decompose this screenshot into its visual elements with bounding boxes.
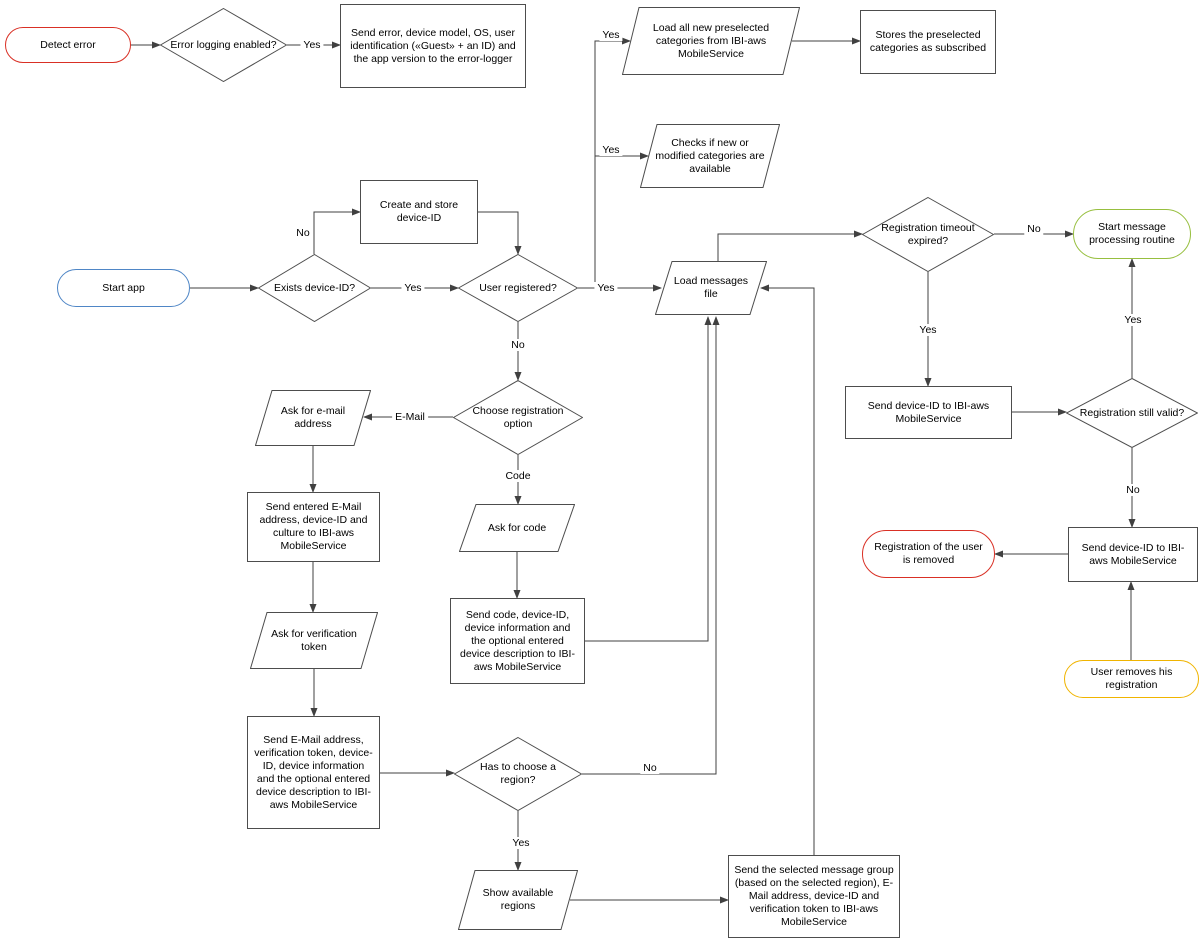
edge-label-valid-no: No — [1123, 484, 1143, 496]
node-label-start-app: Start app — [102, 281, 145, 294]
node-checks-categories: Checks if new or modified categories are… — [640, 124, 780, 188]
edge-label-registered-yes: Yes — [594, 282, 618, 294]
node-label-ask-for-email: Ask for e-mail address — [280, 405, 346, 430]
node-label-ask-for-code: Ask for code — [487, 521, 547, 534]
node-label-send-email-culture: Send entered E-Mail address, device-ID a… — [259, 501, 368, 552]
node-label-user-removes-registration: User removes his registration — [1090, 666, 1173, 691]
node-registration-removed: Registration of the user is removed — [862, 530, 995, 578]
node-label-registration-timeout-expired: Registration timeout expired? — [881, 221, 975, 247]
node-start-message-processing: Start message processing routine — [1073, 209, 1191, 259]
node-has-to-choose-region: Has to choose a region? — [454, 737, 582, 811]
edge-sendgroup-to-messages — [760, 284, 815, 855]
decision-shape — [454, 737, 582, 811]
edge-region-no — [582, 316, 720, 775]
io-shape — [459, 504, 575, 552]
edge-label-choose-code: Code — [502, 470, 534, 482]
io-shape — [458, 870, 578, 930]
node-create-store-device-id: Create and store device-ID — [360, 180, 478, 244]
node-user-removes-registration: User removes his registration — [1064, 660, 1199, 698]
node-label-create-store-device-id: Create and store device-ID — [379, 199, 459, 224]
edge-label-registered-no: No — [508, 339, 528, 351]
node-error-logging-enabled: Error logging enabled? — [160, 8, 287, 82]
edge-sendcode-to-messages — [585, 316, 712, 642]
edge-label-region-yes: Yes — [509, 837, 533, 849]
decision-shape — [862, 197, 994, 272]
node-send-email-token-info: Send E-Mail address, verification token,… — [247, 716, 380, 829]
node-label-registration-removed: Registration of the user is removed — [874, 541, 983, 566]
node-ask-for-email: Ask for e-mail address — [255, 390, 371, 446]
edge-label-logging-yes: Yes — [300, 39, 324, 51]
node-label-ask-verification-token: Ask for verification token — [271, 627, 357, 653]
node-label-send-email-token-info: Send E-Mail address, verification token,… — [254, 733, 373, 811]
edge-label-branch-to-checks: Yes — [599, 144, 623, 156]
edge-label-valid-yes: Yes — [1121, 314, 1145, 326]
node-label-load-new-categories: Load all new preselected categories from… — [652, 21, 770, 60]
node-ask-for-code: Ask for code — [459, 504, 575, 552]
edge-label-branch-to-load-categories: Yes — [599, 29, 623, 41]
node-exists-device-id: Exists device-ID? — [258, 254, 371, 322]
node-choose-registration-option: Choose registration option — [453, 380, 583, 455]
io-shape — [640, 124, 780, 188]
node-label-send-device-id-2: Send device-ID to IBI-aws MobileService — [1081, 541, 1185, 567]
edge-label-region-no: No — [640, 762, 660, 774]
io-shape — [622, 7, 800, 75]
node-label-send-message-group: Send the selected message group (based o… — [734, 864, 894, 928]
decision-shape — [453, 380, 583, 455]
decision-shape — [1066, 378, 1198, 448]
node-registration-still-valid: Registration still valid? — [1066, 378, 1198, 448]
node-label-send-code-info: Send code, device-ID, device information… — [460, 608, 575, 673]
node-send-message-group: Send the selected message group (based o… — [728, 855, 900, 938]
node-send-error-info: Send error, device model, OS, user ident… — [340, 4, 526, 88]
node-label-load-messages-file: Load messages file — [673, 275, 749, 300]
node-registration-timeout-expired: Registration timeout expired? — [862, 197, 994, 272]
edge-label-timeout-yes: Yes — [916, 324, 940, 336]
io-shape — [255, 390, 371, 446]
node-label-send-device-id-1: Send device-ID to IBI-aws MobileService — [867, 399, 990, 425]
node-send-code-info: Send code, device-ID, device information… — [450, 598, 585, 684]
node-stores-categories: Stores the preselected categories as sub… — [860, 10, 996, 74]
node-label-error-logging-enabled: Error logging enabled? — [170, 38, 277, 51]
node-label-choose-registration-option: Choose registration option — [472, 404, 564, 430]
io-shape — [250, 612, 378, 669]
edge-branch-to-load-categories — [594, 37, 631, 156]
node-label-checks-categories: Checks if new or modified categories are… — [655, 136, 765, 175]
node-label-registration-still-valid: Registration still valid? — [1079, 406, 1185, 419]
edge-label-exists-no: No — [293, 227, 313, 239]
node-send-device-id-1: Send device-ID to IBI-aws MobileService — [845, 386, 1012, 439]
node-send-device-id-2: Send device-ID to IBI-aws MobileService — [1068, 527, 1198, 582]
node-label-send-error-info: Send error, device model, OS, user ident… — [350, 26, 516, 65]
node-label-show-available-regions: Show available regions — [482, 887, 554, 912]
io-shape — [655, 261, 767, 315]
edge-create-to-registered — [478, 211, 522, 255]
node-label-exists-device-id: Exists device-ID? — [273, 281, 356, 294]
edge-label-timeout-no: No — [1024, 223, 1044, 235]
node-send-email-culture: Send entered E-Mail address, device-ID a… — [247, 492, 380, 562]
node-detect-error: Detect error — [5, 27, 131, 63]
decision-shape — [458, 254, 578, 322]
decision-shape — [160, 8, 287, 82]
node-label-user-registered: User registered? — [479, 281, 557, 294]
node-load-messages-file: Load messages file — [655, 261, 767, 315]
node-label-has-to-choose-region: Has to choose a region? — [480, 761, 556, 786]
node-start-app: Start app — [57, 269, 190, 307]
edge-label-exists-yes: Yes — [401, 282, 425, 294]
node-label-stores-categories: Stores the preselected categories as sub… — [869, 29, 987, 54]
edge-messages-to-timeout — [717, 230, 863, 261]
node-label-start-message-processing: Start message processing routine — [1089, 221, 1175, 246]
edge-label-choose-email: E-Mail — [392, 411, 428, 423]
node-ask-verification-token: Ask for verification token — [250, 612, 378, 669]
node-show-available-regions: Show available regions — [458, 870, 578, 930]
node-label-detect-error: Detect error — [40, 38, 96, 51]
decision-shape — [258, 254, 371, 322]
edge-exists-no — [313, 208, 361, 254]
node-load-new-categories: Load all new preselected categories from… — [622, 7, 800, 75]
node-user-registered: User registered? — [458, 254, 578, 322]
